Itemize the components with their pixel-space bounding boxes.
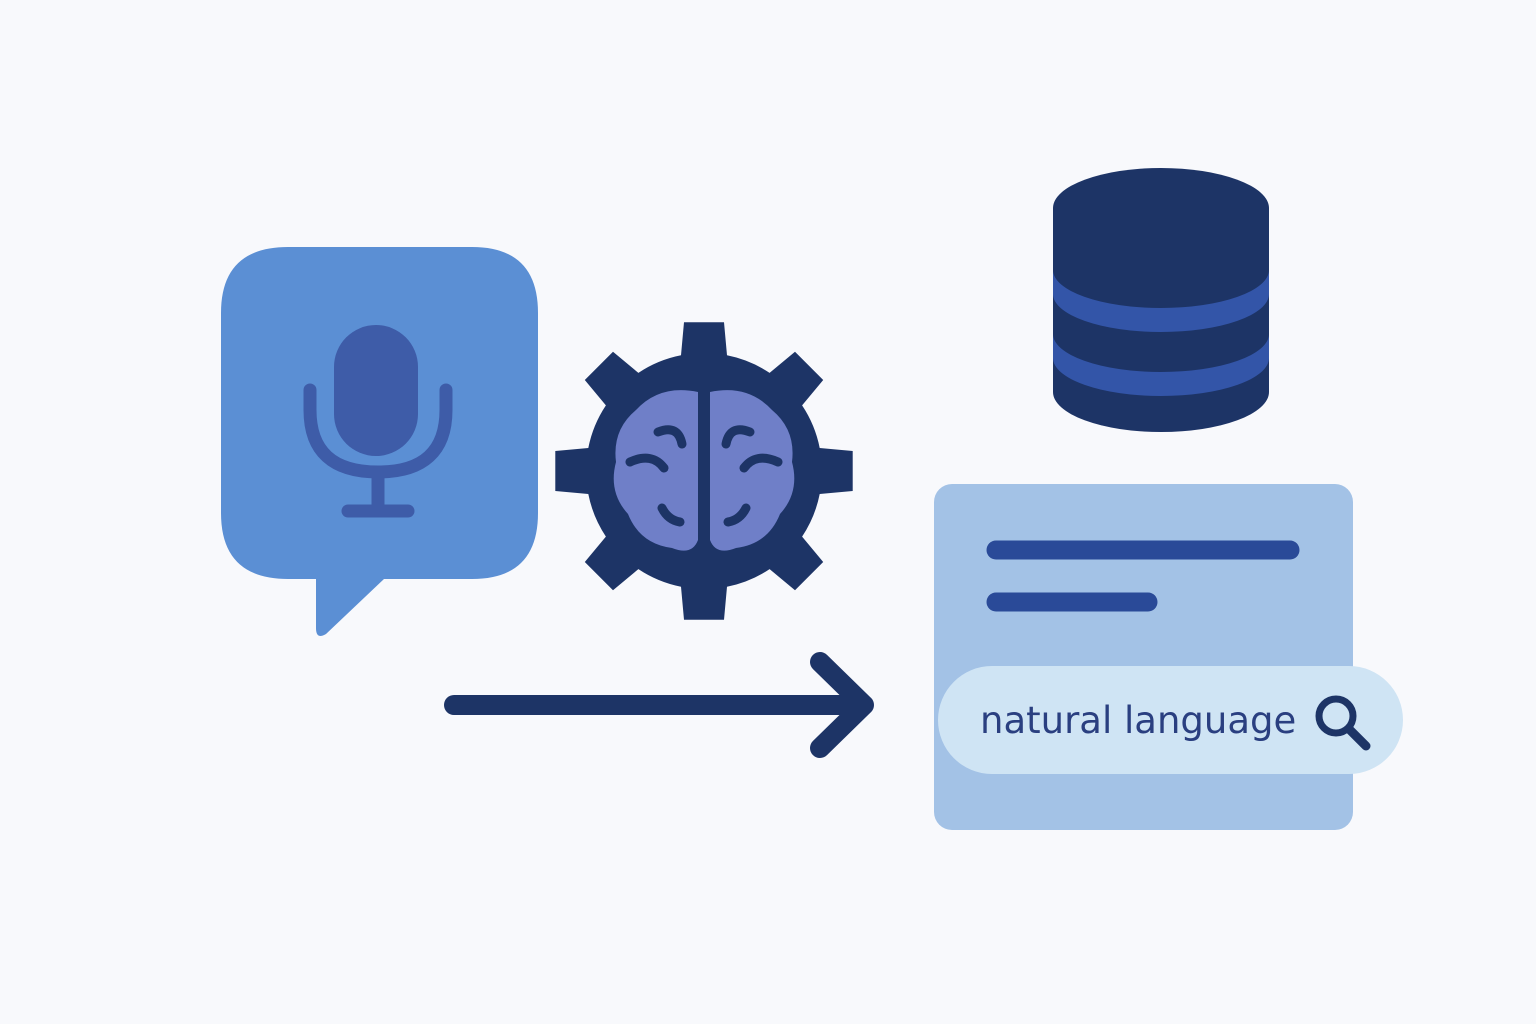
arrow-right-icon — [444, 652, 874, 758]
database-band — [1053, 334, 1269, 396]
database-band — [1053, 270, 1269, 332]
database-icon — [1053, 168, 1269, 432]
search-query-text: natural language — [980, 699, 1296, 742]
document-icon — [934, 484, 1353, 830]
microphone-icon — [303, 325, 453, 518]
speech-bubble-icon — [221, 247, 538, 636]
document-panel — [934, 484, 1353, 830]
gear-brain-icon — [555, 322, 853, 620]
database-body — [1053, 168, 1269, 432]
search-icon[interactable] — [1315, 695, 1371, 751]
brain-folds — [625, 425, 783, 527]
gear-shape — [555, 322, 853, 620]
search-input[interactable] — [938, 666, 1403, 774]
search-bar[interactable]: natural language — [938, 666, 1403, 774]
brain-icon — [613, 390, 795, 551]
